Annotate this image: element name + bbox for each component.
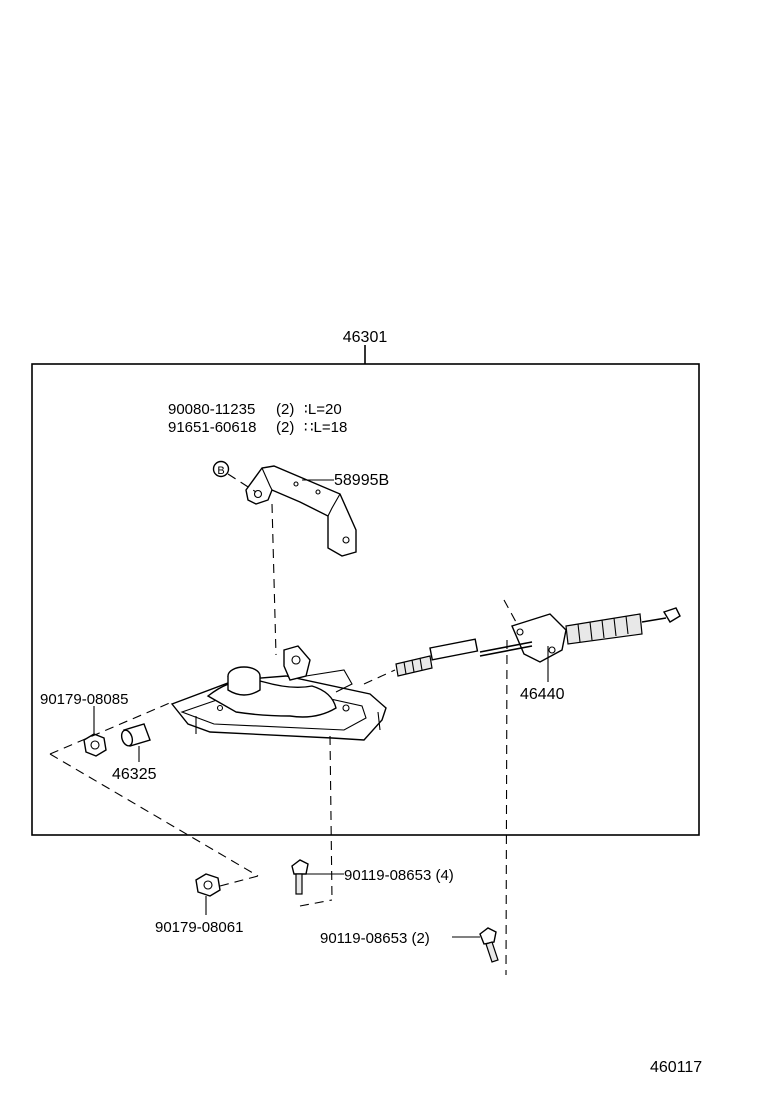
note-1-qty: (2) xyxy=(276,401,294,418)
note-2-spec: ∷L=18 xyxy=(304,419,347,436)
note-2-qty: (2) xyxy=(276,419,294,436)
note-1-part: 90080-11235 xyxy=(168,401,255,418)
nut-upper-illustration xyxy=(83,733,107,757)
svg-text:B: B xyxy=(217,465,224,477)
cable-part-label: 46440 xyxy=(520,686,565,703)
nut-lower-illustration xyxy=(195,873,221,897)
note-1-spec: ∶L=20 xyxy=(304,401,342,418)
bolt-b-label: 90119-08653 (2) xyxy=(320,930,430,947)
nut-lower-label: 90179-08061 xyxy=(155,919,243,936)
collar-illustration xyxy=(120,723,151,747)
assembly-frame xyxy=(31,345,700,836)
bolt-a-label: 90119-08653 (4) xyxy=(344,867,454,884)
cable-part-illustration xyxy=(395,607,681,677)
bracket-part-illustration xyxy=(245,465,357,557)
nut-upper-label: 90179-08085 xyxy=(40,691,128,708)
note-2-part: 91651-60618 xyxy=(168,419,256,436)
figure-id: 460117 xyxy=(650,1059,702,1076)
lever-base-illustration xyxy=(170,645,387,741)
bolt-a-illustration xyxy=(291,859,309,895)
assembly-number-label: 46301 xyxy=(343,329,388,346)
callout-b-icon: B xyxy=(212,460,230,478)
bracket-part-label: 58995B xyxy=(334,472,389,489)
collar-label: 46325 xyxy=(112,766,157,783)
bolt-b-illustration xyxy=(479,927,499,963)
